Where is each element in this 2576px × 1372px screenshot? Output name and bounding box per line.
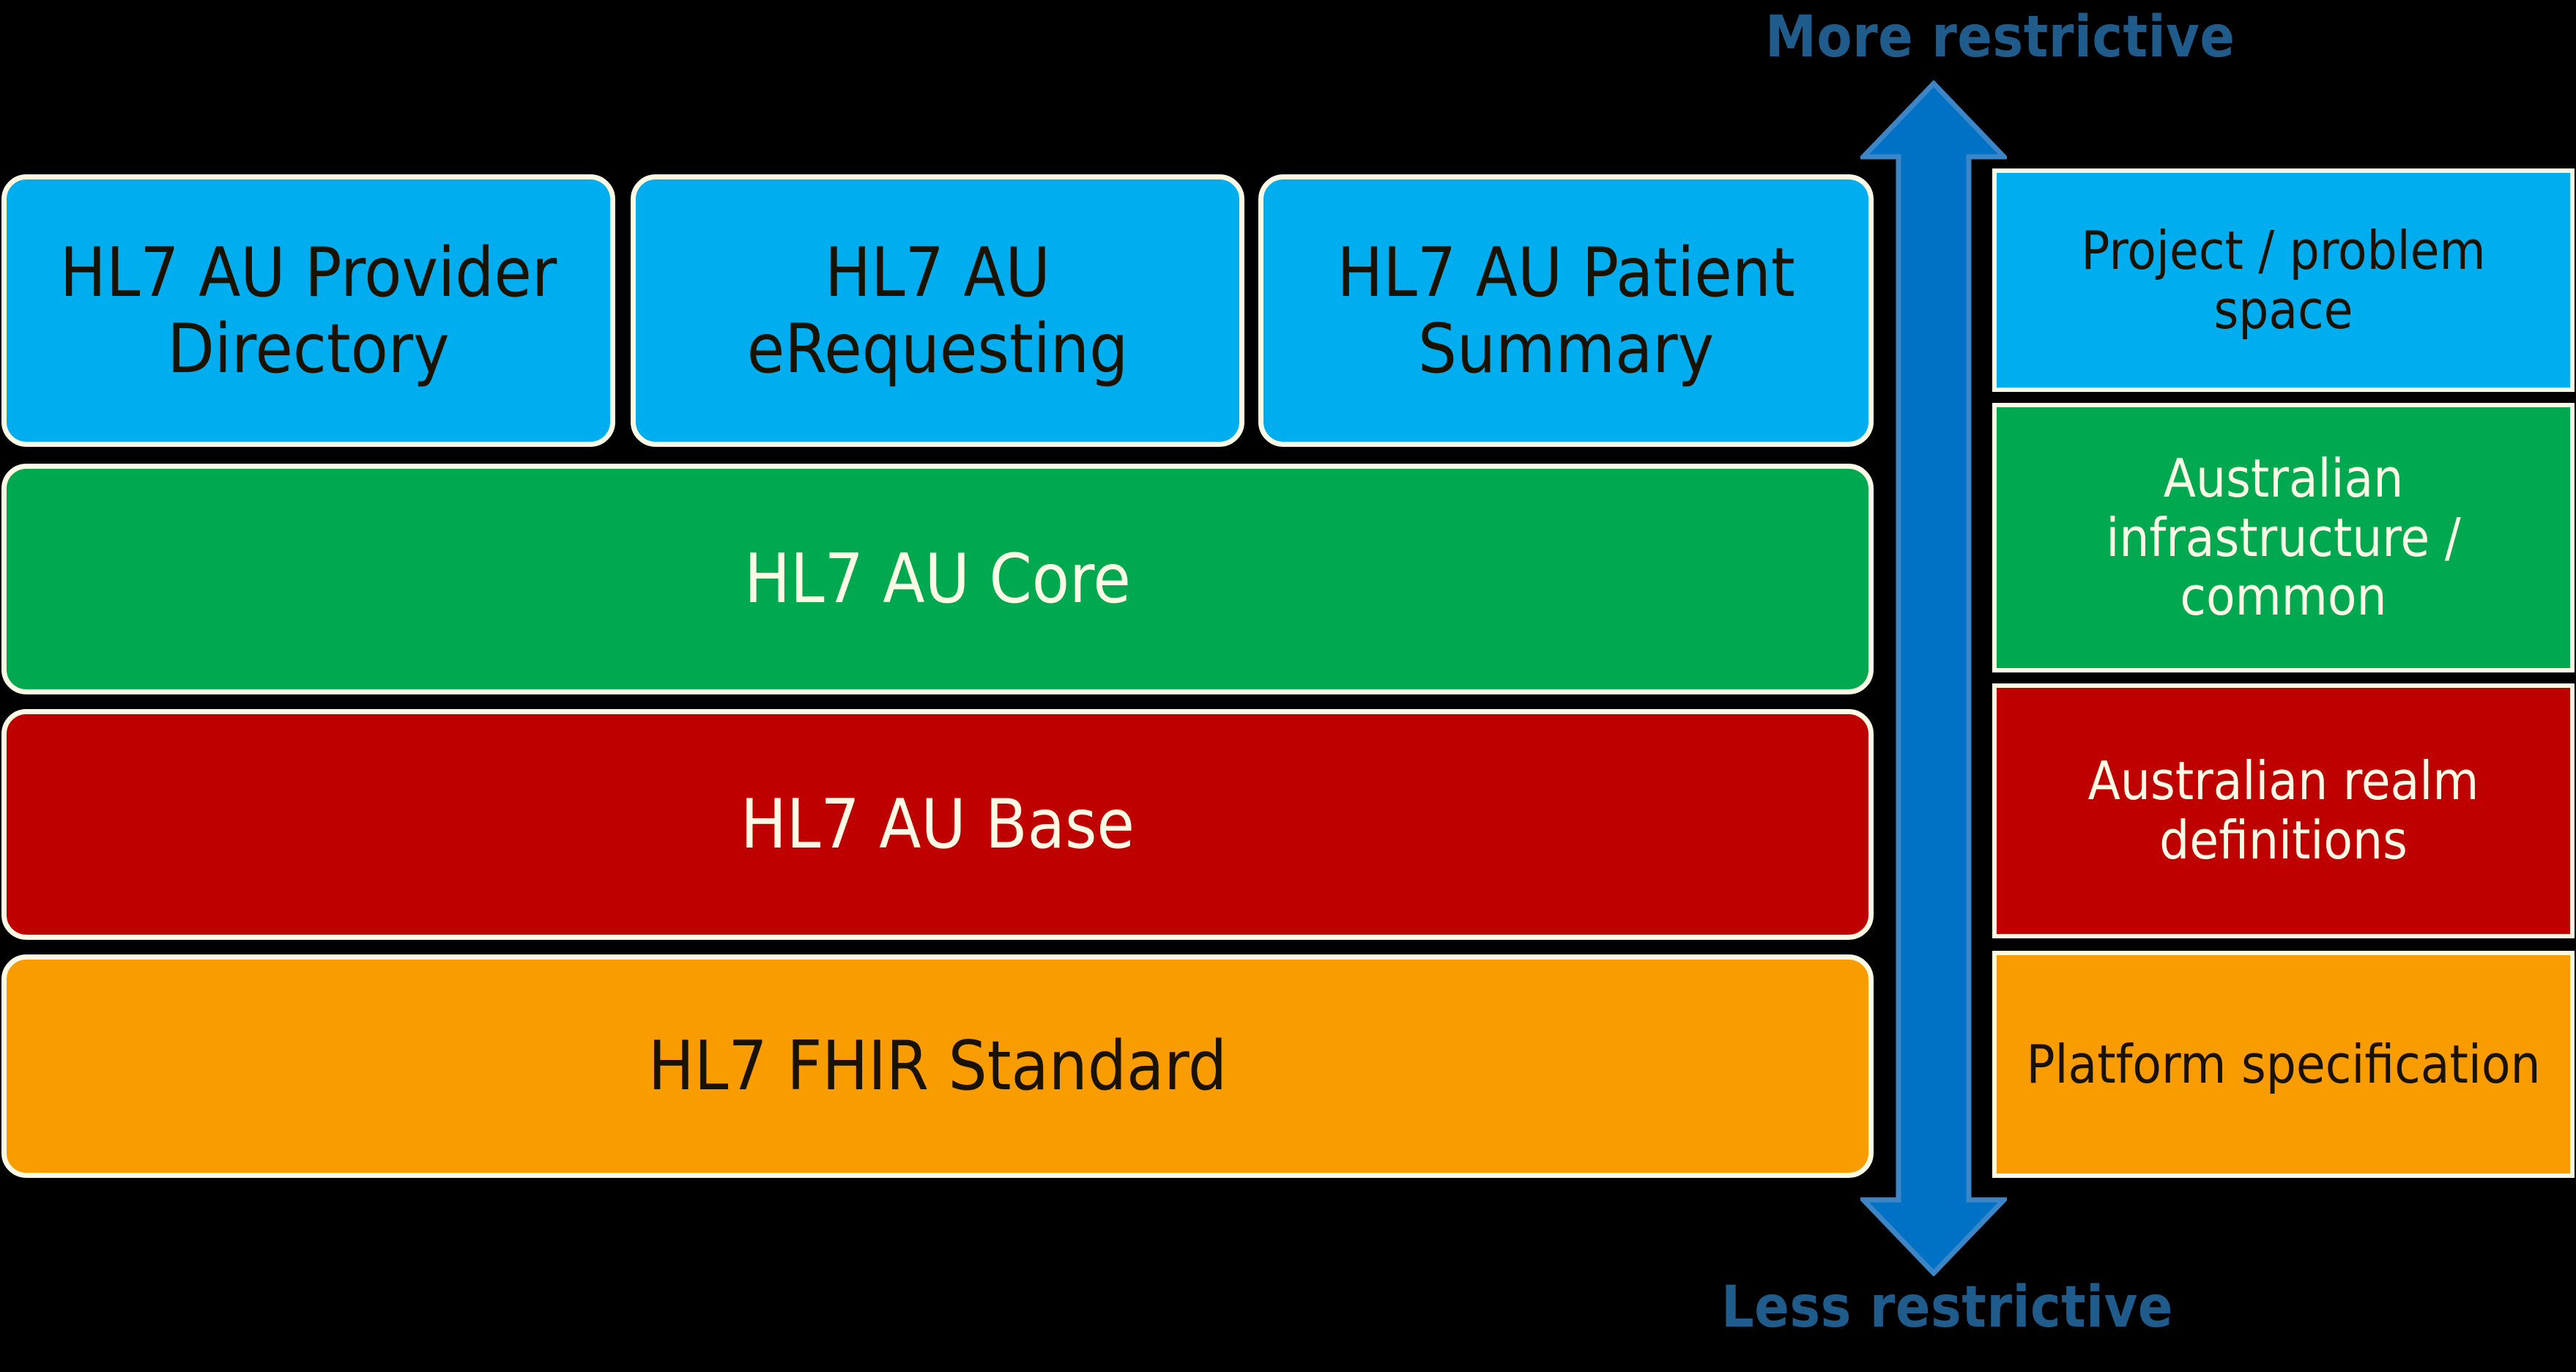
project-card-label: HL7 AU Patient Summary [1337,232,1795,388]
project-card-provider-directory[interactable]: HL7 AU Provider Directory [1,174,615,447]
legend-card-label: Australian realm definitions [2087,750,2479,871]
layer-bar-fhir-standard[interactable]: HL7 FHIR Standard [1,954,1874,1178]
legend-card-label: Australian infrastructure / common [2106,448,2461,628]
layer-bar-au-core[interactable]: HL7 AU Core [1,464,1874,694]
legend-card-label: Project / problem space [2081,219,2486,341]
layer-bar-label: HL7 FHIR Standard [647,1026,1228,1106]
legend-card-project-problem-space[interactable]: Project / problem space [1992,168,2575,392]
legend-card-label: Platform specification [2026,1033,2541,1095]
layer-bar-label: HL7 AU Core [744,539,1131,619]
legend-card-australian-infrastructure[interactable]: Australian infrastructure / common [1992,403,2575,672]
layer-bar-au-base[interactable]: HL7 AU Base [1,709,1874,940]
project-card-patient-summary[interactable]: HL7 AU Patient Summary [1258,174,1874,447]
legend-card-australian-realm-definitions[interactable]: Australian realm definitions [1992,683,2575,938]
axis-label-less-restrictive: Less restrictive [1721,1275,2174,1341]
legend-card-platform-specification[interactable]: Platform specification [1992,951,2575,1178]
layer-bar-label: HL7 AU Base [740,785,1135,864]
axis-label-more-restrictive: More restrictive [1765,4,2235,70]
restrictiveness-axis-arrow [1860,81,2007,1276]
project-card-erequesting[interactable]: HL7 AU eRequesting [631,174,1244,447]
project-card-label: HL7 AU eRequesting [746,232,1129,388]
project-card-label: HL7 AU Provider Directory [59,232,557,388]
